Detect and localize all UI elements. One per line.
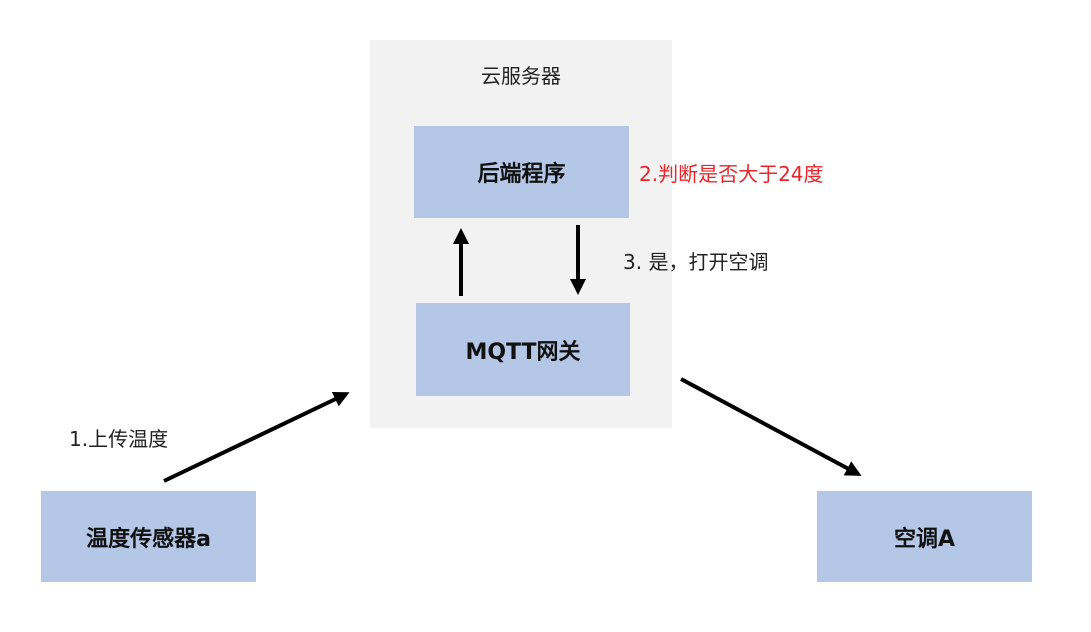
mqtt-gateway-box: MQTT网关 <box>416 303 630 396</box>
arrow-sensor-to-cloud <box>163 391 350 483</box>
step2-judge-label: 2.判断是否大于24度 <box>639 162 824 186</box>
cloud-server-title: 云服务器 <box>481 64 561 88</box>
step3-open-label: 3. 是，打开空调 <box>623 250 769 274</box>
air-conditioner-box: 空调A <box>817 491 1032 582</box>
arrow-cloud-to-aircon <box>680 377 862 476</box>
temperature-sensor-box: 温度传感器a <box>41 491 256 582</box>
step1-upload-label: 1.上传温度 <box>69 427 169 451</box>
backend-program-box: 后端程序 <box>414 126 629 218</box>
